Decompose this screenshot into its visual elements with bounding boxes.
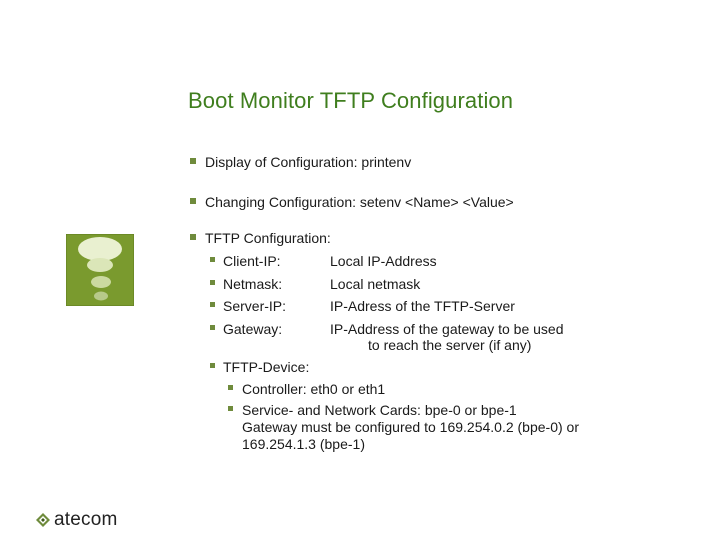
sub-bullet-icon [210, 302, 215, 307]
sub-bullet-icon [210, 280, 215, 285]
bubbles-tile-icon [65, 233, 135, 307]
tftp-device-label: TFTP-Device: [223, 359, 310, 375]
config-key-gateway: Gateway: [223, 321, 283, 337]
config-key-client-ip: Client-IP: [223, 253, 281, 269]
sub-bullet-icon [210, 325, 215, 330]
config-value-netmask: Local netmask [330, 276, 421, 292]
sub-sub-bullet-icon [228, 406, 233, 411]
config-value-gateway: IP-Address of the gateway to be used [330, 321, 564, 337]
bullet-display-config: Display of Configuration: printenv [205, 154, 412, 170]
bullet-icon [190, 234, 196, 240]
tftp-device-controller: Controller: eth0 or eth1 [242, 381, 386, 397]
bullet-tftp-config: TFTP Configuration: [205, 230, 331, 246]
atecom-logo: atecom [36, 508, 118, 532]
bullet-icon [190, 198, 196, 204]
config-value-server-ip: IP-Adress of the TFTP-Server [330, 298, 515, 314]
sub-sub-bullet-icon [228, 385, 233, 390]
diamond-logo-icon [36, 513, 50, 527]
config-value-client-ip: Local IP-Address [330, 253, 437, 269]
bullet-icon [190, 158, 196, 164]
config-key-netmask: Netmask: [223, 276, 283, 292]
gateway-note-line-2: 169.254.1.3 (bpe-1) [242, 436, 365, 452]
config-gateway-continuation: to reach the server (if any) [368, 337, 532, 353]
gateway-note-line-1: Gateway must be configured to 169.254.0.… [242, 419, 579, 435]
logo-text: atecom [54, 509, 118, 530]
bullet-changing-config: Changing Configuration: setenv <Name> <V… [205, 194, 514, 210]
config-key-server-ip: Server-IP: [223, 298, 287, 314]
slide-title: Boot Monitor TFTP Configuration [188, 88, 514, 113]
sub-bullet-icon [210, 257, 215, 262]
tftp-device-cards: Service- and Network Cards: bpe-0 or bpe… [242, 402, 517, 418]
sub-bullet-icon [210, 363, 215, 368]
